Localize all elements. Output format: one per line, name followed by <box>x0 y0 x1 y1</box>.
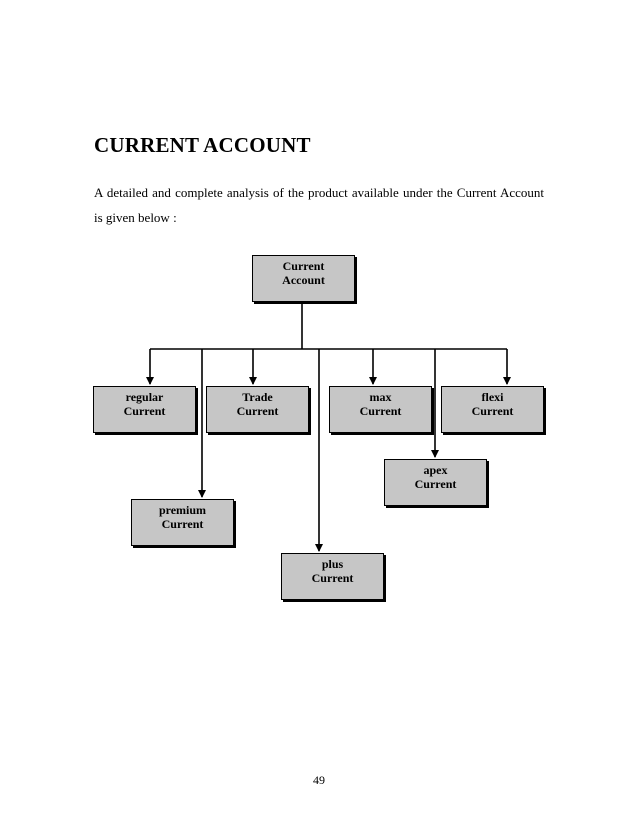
node-apex-line1: apex <box>423 463 448 477</box>
node-plus-line2: Current <box>311 571 354 585</box>
node-current-account: Current Account <box>252 255 355 302</box>
node-plus-line1: plus <box>321 557 344 571</box>
page-number: 49 <box>313 773 325 787</box>
page-title: CURRENT ACCOUNT <box>94 133 311 157</box>
node-current-account-line1: Current <box>282 259 325 273</box>
node-current-account-line2: Account <box>282 273 325 287</box>
node-max-current: max Current <box>329 386 432 433</box>
node-max-line2: Current <box>359 404 402 418</box>
node-regular-current: regular Current <box>93 386 196 433</box>
node-premium-current: premium Current <box>131 499 234 546</box>
node-regular-line2: Current <box>123 404 166 418</box>
node-trade-line1: Trade <box>242 390 273 404</box>
node-plus-current: plus Current <box>281 553 384 600</box>
node-apex-current: apex Current <box>384 459 487 506</box>
node-trade-current: Trade Current <box>206 386 309 433</box>
node-premium-line2: Current <box>161 517 204 531</box>
node-premium-line1: premium <box>158 503 207 517</box>
node-flexi-line1: flexi <box>481 390 504 404</box>
node-max-line1: max <box>369 390 392 404</box>
intro-paragraph: A detailed and complete analysis of the … <box>94 185 544 225</box>
node-apex-line2: Current <box>414 477 457 491</box>
node-regular-line1: regular <box>125 390 164 404</box>
node-trade-line2: Current <box>236 404 279 418</box>
node-flexi-line2: Current <box>471 404 514 418</box>
node-flexi-current: flexi Current <box>441 386 544 433</box>
